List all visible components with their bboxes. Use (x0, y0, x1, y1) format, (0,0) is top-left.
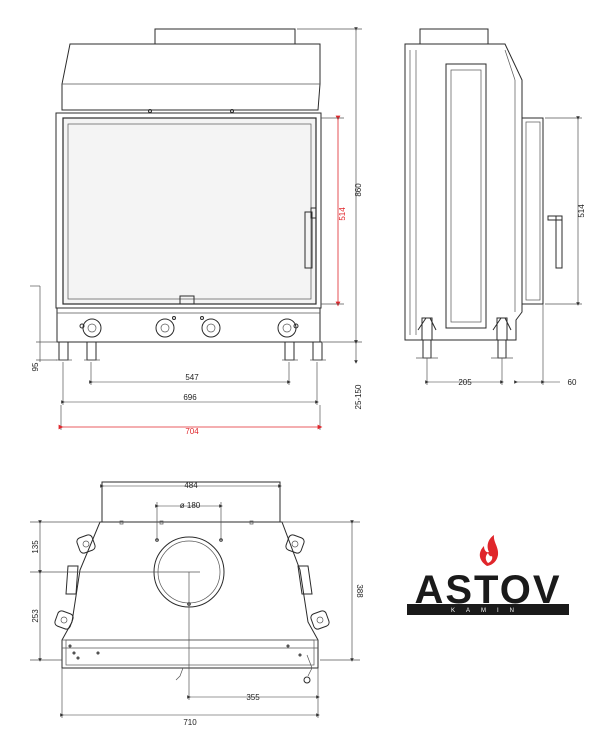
dim-glass-height: 514 (338, 207, 347, 221)
side-view: 514 205 60 (404, 28, 586, 387)
front-view: 860 514 95 25-150 547 696 704 (30, 27, 363, 436)
side-body (404, 43, 523, 341)
dim-side-glass-height: 514 (577, 204, 586, 218)
flame-icon (479, 535, 499, 566)
dim-flue-diameter: ø 180 (180, 501, 201, 510)
dim-feet-spacing: 547 (185, 373, 199, 382)
dim-body-width: 696 (183, 393, 197, 402)
logo-subtitle: KAMIN (451, 608, 525, 614)
front-glass-door (62, 117, 317, 305)
dim-collar-width: 484 (184, 481, 198, 490)
dim-side-depth: 205 (458, 378, 472, 387)
dim-total-depth: 388 (355, 584, 364, 598)
side-window (445, 63, 487, 329)
dim-center-offset: 355 (246, 693, 260, 702)
top-view: 484 ø 180 135 253 388 355 710 (30, 481, 364, 727)
top-body (61, 521, 319, 669)
front-feet (56, 341, 326, 361)
dim-feet-height: 95 (31, 362, 40, 371)
top-rear-collar (101, 481, 281, 522)
front-door-handle (304, 211, 313, 269)
dim-rear-depth: 253 (31, 609, 40, 623)
dim-top-overall-width: 710 (183, 718, 197, 727)
dim-overall-width: 704 (185, 427, 199, 436)
air-inlets (79, 316, 299, 338)
dim-height-total: 860 (354, 183, 363, 197)
dim-side-offset: 60 (568, 378, 577, 387)
top-knobs (54, 534, 330, 630)
front-hood (61, 43, 321, 111)
side-flue-collar (419, 28, 489, 45)
front-flue-collar (154, 28, 296, 45)
logo-underbar (407, 604, 569, 615)
front-base (56, 307, 321, 343)
astov-logo: ASTOV KAMIN (407, 535, 569, 615)
dim-front-depth: 135 (31, 540, 40, 554)
side-door-panel (521, 117, 544, 305)
dim-adjust-range: 25-150 (354, 384, 363, 409)
